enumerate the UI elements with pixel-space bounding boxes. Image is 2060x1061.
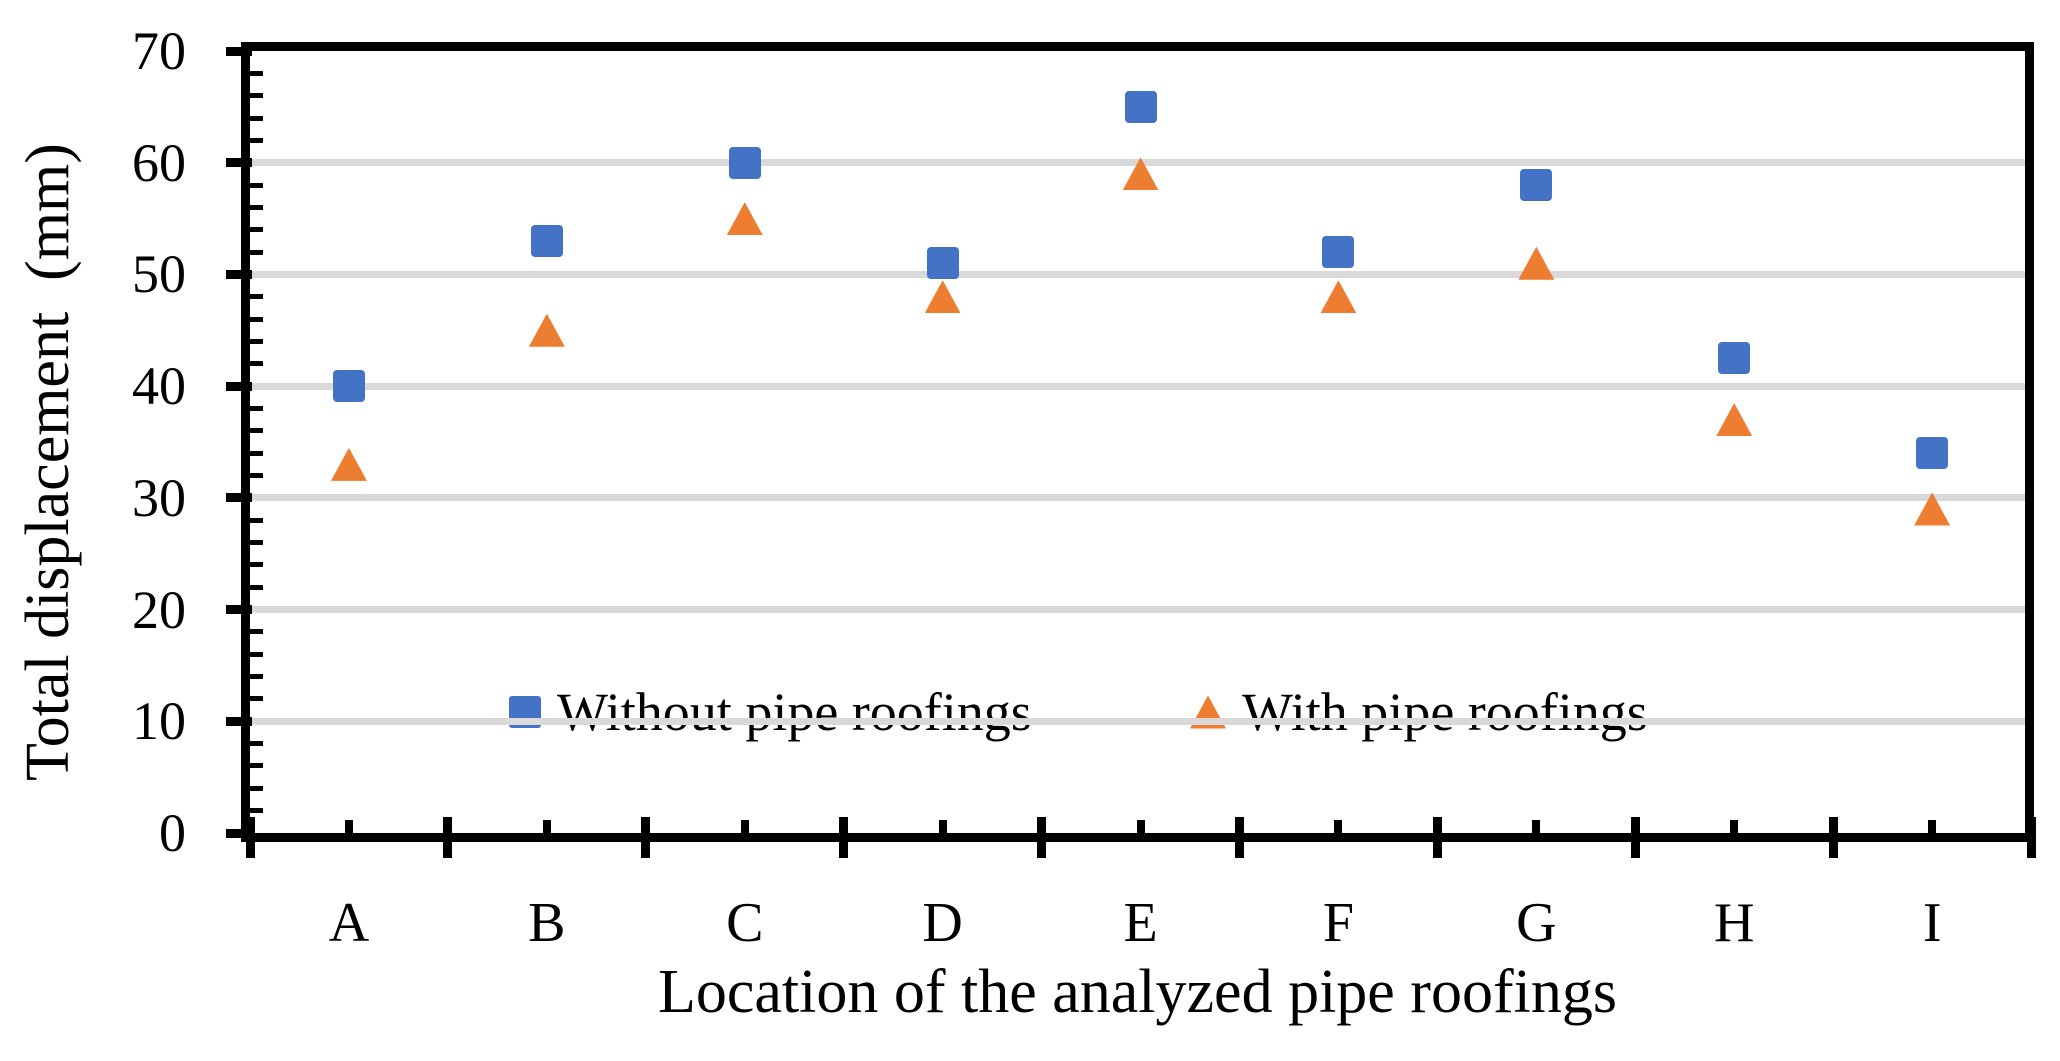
y-tick-label-30: 30	[132, 467, 186, 528]
gridline-y-10	[250, 717, 2025, 725]
gridline-y-50	[250, 270, 2025, 278]
x-center-tick-E	[1136, 820, 1145, 833]
y-minor-tick	[250, 741, 263, 747]
data-point-without-pipe-roofings-F	[1322, 236, 1355, 269]
x-center-tick-A	[344, 820, 353, 833]
y-minor-tick	[250, 115, 263, 121]
gridline-y-30	[250, 494, 2025, 502]
y-tick-label-20: 20	[132, 579, 186, 640]
y-major-tick-50	[226, 269, 252, 279]
x-category-label-F: F	[1322, 892, 1355, 954]
data-point-without-pipe-roofings-D	[926, 247, 959, 280]
y-minor-tick	[250, 674, 263, 680]
x-category-label-A: A	[328, 892, 370, 954]
gridline-y-40	[250, 382, 2025, 390]
y-major-tick-10	[226, 716, 252, 726]
y-tick-label-10: 10	[132, 691, 186, 752]
y-major-tick-0	[226, 828, 252, 838]
x-category-label-C: C	[726, 892, 764, 954]
x-category-label-I: I	[1922, 892, 1942, 954]
y-tick-label-60: 60	[132, 132, 186, 193]
y-minor-tick	[250, 651, 263, 657]
x-category-label-E: E	[1123, 892, 1158, 954]
data-point-without-pipe-roofings-G	[1520, 169, 1553, 202]
x-boundary-tick-7	[1630, 817, 1640, 858]
x-boundary-tick-2	[641, 817, 651, 858]
y-minor-tick	[250, 93, 263, 99]
data-point-without-pipe-roofings-I	[1916, 437, 1949, 470]
legend-label-without: Without pipe roofings	[557, 682, 1032, 742]
y-minor-tick	[250, 450, 263, 456]
x-category-label-H: H	[1714, 892, 1755, 954]
y-minor-tick	[250, 227, 263, 233]
y-minor-tick	[250, 785, 263, 791]
legend-label-with: With pipe roofings	[1242, 682, 1648, 742]
y-minor-tick	[250, 428, 263, 434]
y-minor-tick	[250, 294, 263, 300]
y-minor-tick	[250, 540, 263, 546]
x-boundary-tick-8	[1828, 817, 1838, 858]
y-minor-tick	[250, 584, 263, 590]
y-major-tick-70	[226, 46, 252, 56]
y-minor-tick	[250, 137, 263, 143]
y-minor-tick	[250, 182, 263, 188]
y-minor-tick	[250, 405, 263, 411]
legend-item-without-pipe-roofings: Without pipe roofings	[509, 682, 1032, 742]
y-minor-tick	[250, 562, 263, 568]
x-center-tick-G	[1532, 820, 1541, 833]
x-category-label-B: B	[528, 892, 566, 954]
x-center-tick-B	[542, 820, 551, 833]
x-center-tick-I	[1928, 820, 1937, 833]
y-minor-tick	[250, 338, 263, 344]
y-tick-label-0: 0	[159, 803, 186, 863]
data-point-without-pipe-roofings-B	[530, 224, 563, 257]
plot-area	[241, 42, 2034, 842]
y-tick-label-40: 40	[132, 356, 186, 417]
legend-item-with-pipe-roofings: With pipe roofings	[1190, 682, 1648, 742]
y-tick-label-50: 50	[132, 244, 186, 305]
x-center-tick-F	[1334, 820, 1343, 833]
y-minor-tick	[250, 808, 263, 814]
y-minor-tick	[250, 249, 263, 255]
x-center-tick-C	[740, 820, 749, 833]
data-point-without-pipe-roofings-H	[1718, 342, 1751, 375]
y-minor-tick	[250, 629, 263, 635]
x-axis-title: Location of the analyzed pipe roofings	[658, 958, 1617, 1026]
y-minor-tick	[250, 696, 263, 702]
x-boundary-tick-3	[839, 817, 849, 858]
x-center-tick-H	[1730, 820, 1739, 833]
y-minor-tick	[250, 316, 263, 322]
y-minor-tick	[250, 70, 263, 76]
data-point-without-pipe-roofings-A	[332, 370, 365, 403]
x-boundary-tick-1	[443, 817, 453, 858]
x-boundary-tick-4	[1037, 817, 1047, 858]
data-point-without-pipe-roofings-C	[728, 146, 761, 179]
y-minor-tick	[250, 361, 263, 367]
y-minor-tick	[250, 763, 263, 769]
data-point-without-pipe-roofings-E	[1124, 90, 1157, 123]
gridline-y-60	[250, 159, 2025, 167]
x-boundary-tick-9	[2026, 817, 2036, 858]
x-boundary-tick-0	[245, 817, 255, 858]
y-tick-label-70: 70	[132, 21, 186, 81]
x-category-label-D: D	[922, 892, 963, 954]
x-boundary-tick-5	[1235, 817, 1244, 858]
y-minor-tick	[250, 204, 263, 210]
y-major-tick-20	[226, 605, 252, 615]
x-category-label-G: G	[1516, 892, 1557, 954]
x-center-tick-D	[938, 820, 947, 833]
y-major-tick-60	[226, 158, 252, 168]
gridline-y-20	[250, 606, 2025, 614]
x-boundary-tick-6	[1432, 817, 1442, 858]
y-minor-tick	[250, 473, 263, 478]
y-minor-tick	[250, 517, 263, 523]
y-major-tick-30	[226, 493, 252, 503]
y-major-tick-40	[226, 381, 252, 391]
